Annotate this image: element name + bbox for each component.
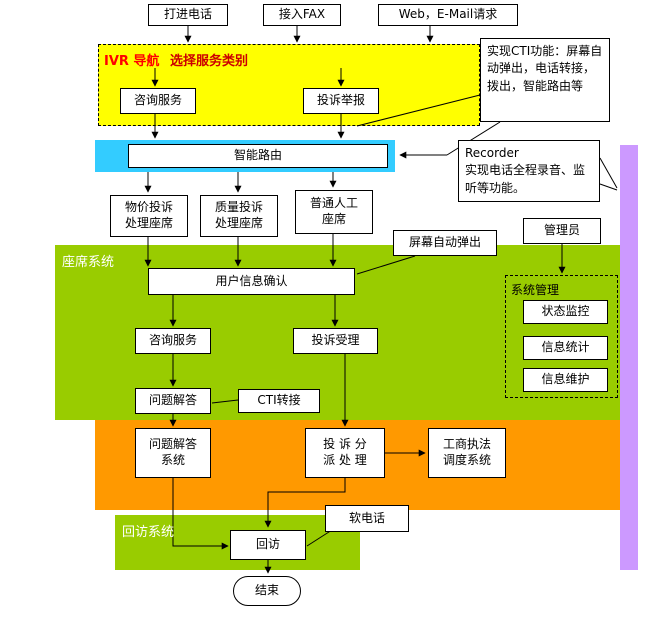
node-dial-call: 打进电话 (148, 4, 228, 26)
node-complaint-accept: 投诉受理 (293, 328, 378, 354)
node-cti-transfer-label: CTI转接 (257, 393, 301, 408)
node-price-seat-label: 物价投诉处理座席 (124, 200, 173, 230)
node-admin-label: 管理员 (543, 223, 580, 238)
node-info-maintain: 信息维护 (523, 368, 608, 392)
node-info-stats-label: 信息统计 (541, 340, 590, 355)
node-complaint-report-label: 投诉举报 (316, 93, 365, 108)
node-admin: 管理员 (523, 218, 601, 244)
node-consult-service-mid-label: 咨询服务 (148, 333, 197, 348)
recorder-note: Recorder 实现电话全程录音、监听等功能。 (458, 140, 600, 202)
node-normal-seat: 普通人工座席 (295, 190, 373, 234)
recorder-note-desc: 实现电话全程录音、监听等功能。 (465, 163, 586, 195)
node-quality-seat-label: 质量投诉处理座席 (214, 200, 263, 230)
node-consult-service-ivr-label: 咨询服务 (133, 93, 182, 108)
node-end: 结束 (233, 576, 301, 606)
node-status-monitor-label: 状态监控 (541, 304, 590, 319)
ivr-title-secondary: 选择服务类别 (169, 54, 248, 69)
node-info-maintain-label: 信息维护 (541, 372, 590, 387)
node-info-stats: 信息统计 (523, 336, 608, 360)
node-status-monitor: 状态监控 (523, 300, 608, 324)
node-dial-call-label: 打进电话 (163, 7, 212, 22)
node-end-label: 结束 (254, 583, 279, 598)
recorder-sidebar (620, 145, 638, 570)
node-web-email-label: Web，E-Mail请求 (398, 7, 498, 22)
cti-note-text: 实现CTI功能：屏幕自动弹出，电话转接，拨出，智能路由等 (487, 44, 603, 93)
callback-system-region-label: 回访系统 (122, 525, 175, 540)
recorder-note-title: Recorder (465, 146, 519, 160)
node-cti-transfer: CTI转接 (238, 389, 320, 413)
node-consult-service-mid: 咨询服务 (135, 328, 211, 354)
node-qa-label: 问题解答 (148, 393, 197, 408)
node-consult-service-ivr: 咨询服务 (120, 88, 196, 114)
ivr-region-title: IVR 导航 选择服务类别 (104, 50, 248, 69)
ivr-title-primary: IVR 导航 (104, 54, 160, 69)
node-qa-system-label: 问题解答系统 (148, 437, 197, 467)
node-callback-label: 回访 (255, 537, 280, 552)
node-screen-popup: 屏幕自动弹出 (393, 230, 497, 256)
node-smart-route-label: 智能路由 (233, 148, 282, 163)
seat-system-region-label: 座席系统 (62, 255, 115, 270)
node-screen-popup-label: 屏幕自动弹出 (408, 235, 481, 250)
node-fax-in-label: 接入FAX (278, 7, 326, 22)
node-user-info-confirm-label: 用户信息确认 (215, 273, 288, 288)
node-complaint-dispatch-label: 投 诉 分 派 处 理 (323, 437, 367, 467)
node-smart-route: 智能路由 (128, 144, 388, 168)
node-complaint-accept-label: 投诉受理 (311, 333, 360, 348)
node-price-seat: 物价投诉处理座席 (110, 195, 188, 237)
system-mgmt-label: 系统管理 (511, 283, 560, 297)
node-fax-in: 接入FAX (263, 4, 341, 26)
node-callback: 回访 (230, 530, 306, 560)
node-complaint-report: 投诉举报 (303, 88, 379, 114)
node-web-email: Web，E-Mail请求 (378, 4, 518, 26)
node-soft-phone: 软电话 (325, 505, 409, 532)
cti-note: 实现CTI功能：屏幕自动弹出，电话转接，拨出，智能路由等 (480, 38, 610, 122)
node-law-dispatch: 工商执法调度系统 (428, 428, 506, 478)
node-user-info-confirm: 用户信息确认 (148, 268, 355, 295)
node-law-dispatch-label: 工商执法调度系统 (442, 437, 491, 467)
node-normal-seat-label: 普通人工座席 (309, 196, 358, 226)
system-mgmt-group (505, 275, 618, 398)
node-qa-system: 问题解答系统 (135, 428, 211, 478)
node-soft-phone-label: 软电话 (348, 510, 385, 525)
node-complaint-dispatch: 投 诉 分 派 处 理 (305, 428, 385, 478)
node-qa: 问题解答 (135, 388, 211, 414)
node-quality-seat: 质量投诉处理座席 (200, 195, 278, 237)
